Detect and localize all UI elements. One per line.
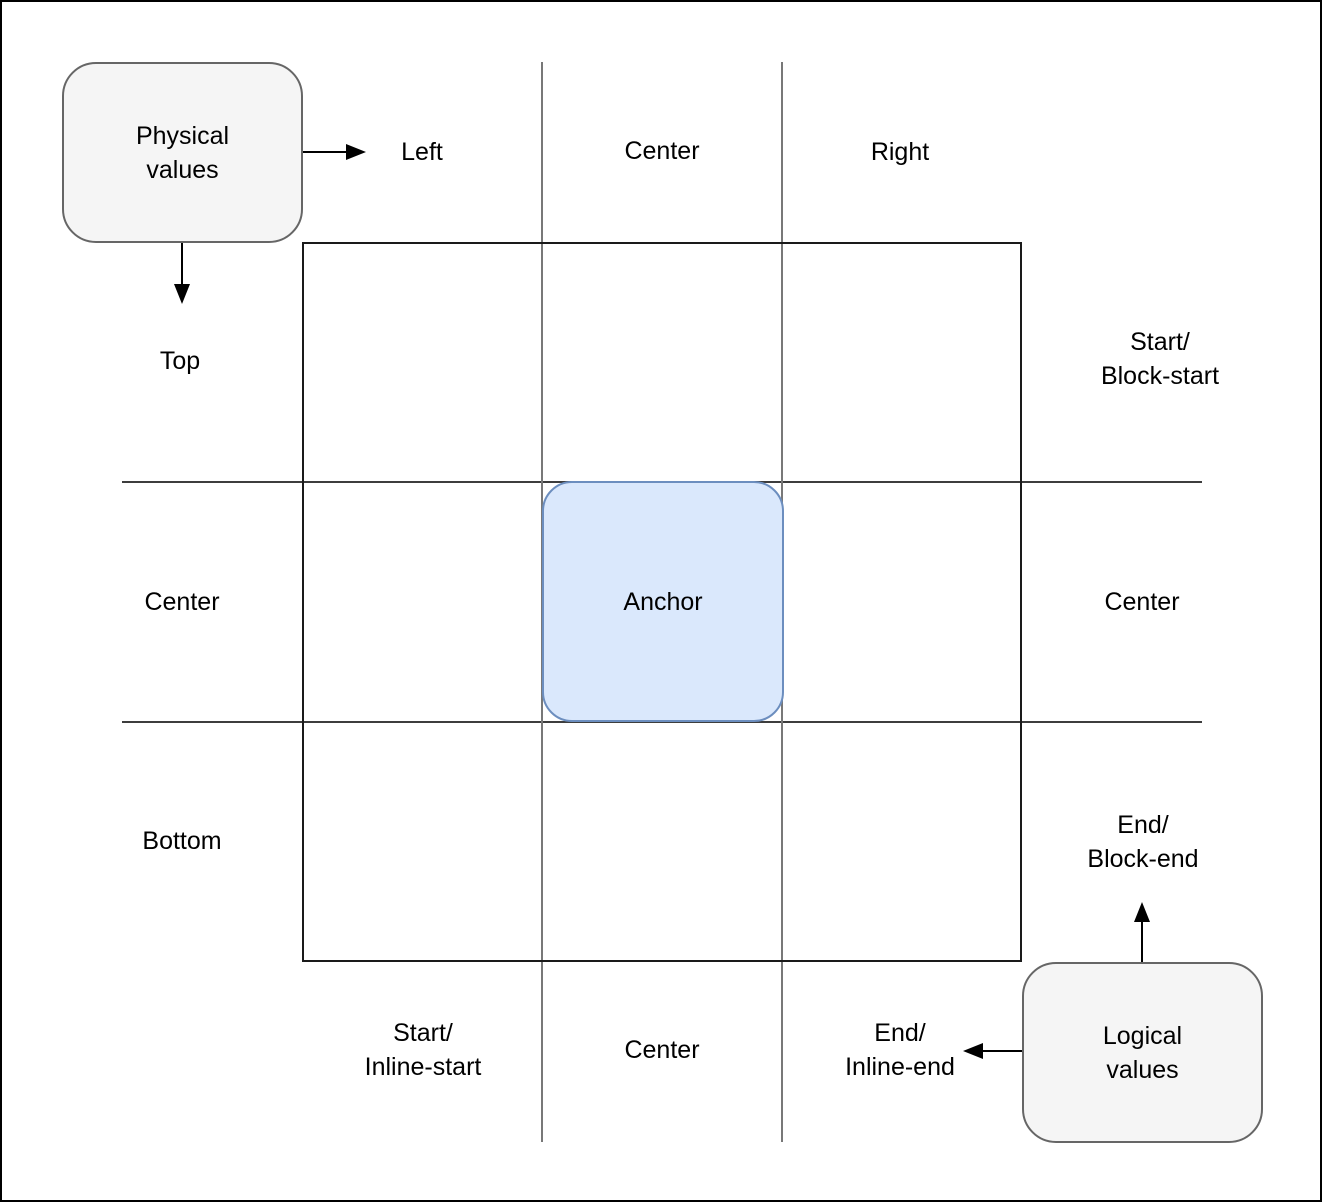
physical-right-arrow-shaft xyxy=(303,151,348,153)
grid-horizontal-line-lower xyxy=(122,721,1202,723)
logical-left-arrow-shaft xyxy=(981,1050,1022,1052)
label-start-inline-start: Start/ Inline-start xyxy=(364,1019,482,1081)
label-bottom: Bottom xyxy=(142,827,222,855)
label-top: Top xyxy=(159,347,201,375)
physical-values-box: Physical values xyxy=(62,62,303,243)
physical-right-arrow-head xyxy=(346,144,366,160)
label-start-block-start: Start/ Block-start xyxy=(1100,328,1220,390)
anchor-box-label: Anchor xyxy=(623,587,703,616)
logical-values-label: Logical values xyxy=(1102,1021,1183,1084)
physical-down-arrow-head xyxy=(174,284,190,304)
physical-values-label: Physical values xyxy=(135,121,230,184)
label-end-block-end: End/ Block-end xyxy=(1087,811,1199,873)
label-end-inline-end: End/ Inline-end xyxy=(845,1019,955,1081)
logical-up-arrow-head xyxy=(1134,902,1150,922)
logical-values-box: Logical values xyxy=(1022,962,1263,1143)
physical-down-arrow-shaft xyxy=(181,243,183,287)
label-right: Right xyxy=(870,138,930,166)
label-left: Left xyxy=(401,138,443,166)
label-center-bottom: Center xyxy=(624,1036,700,1064)
label-center-top: Center xyxy=(624,137,700,165)
label-center-left: Center xyxy=(144,588,220,616)
positioning-area-box xyxy=(302,242,1022,962)
logical-up-arrow-shaft xyxy=(1141,920,1143,962)
logical-left-arrow-head xyxy=(963,1043,983,1059)
label-center-right: Center xyxy=(1104,588,1180,616)
anchor-box: Anchor xyxy=(542,481,784,722)
